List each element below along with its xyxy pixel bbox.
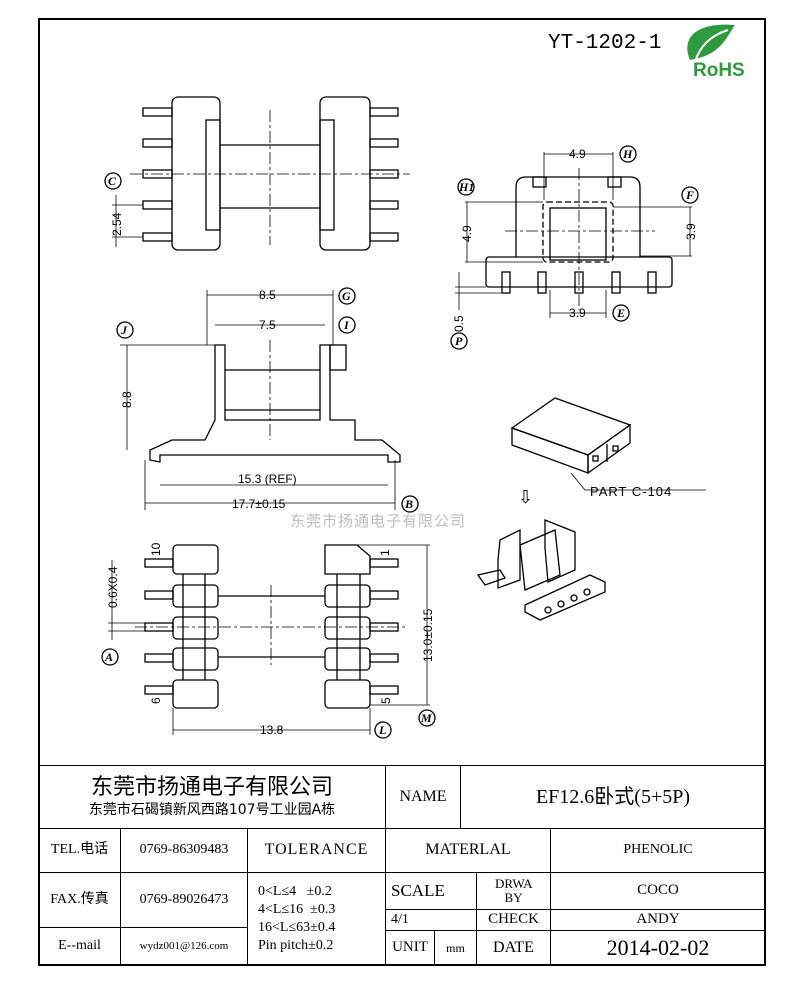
fax-label: FAX.传真 xyxy=(38,872,121,928)
tolerance-row: Pin pitch±0.2 xyxy=(258,938,334,954)
company-name: 东莞市扬通电子有限公司 xyxy=(90,775,333,801)
company-cell: 东莞市扬通电子有限公司 东莞市石碣镇新风西路107号工业园A栋 xyxy=(38,765,386,829)
check-label: CHECK xyxy=(476,909,551,931)
dim-bottom-3-9: 3.9 xyxy=(569,306,586,320)
label-p: P xyxy=(455,334,463,348)
label-m: M xyxy=(420,711,432,725)
rohs-logo: RoHS xyxy=(687,24,745,81)
scale-label: SCALE xyxy=(385,872,477,910)
dim-left-4-9: 4.9 xyxy=(460,225,474,242)
tolerance-table: 0<L≤4 ±0.2 4<L≤16 ±0.3 16<L≤63±0.4 Pin p… xyxy=(247,872,386,966)
company-address: 东莞市石碣镇新风西路107号工业园A栋 xyxy=(88,802,336,819)
part-label: PART C-104 xyxy=(590,484,672,499)
scale-value: 4/1 xyxy=(385,909,477,931)
dim-overall: 17.7±0.15 xyxy=(232,497,286,511)
dim-8-8: 8.8 xyxy=(120,391,134,408)
label-c: C xyxy=(108,174,117,188)
tolerance-label: TOLERANCE xyxy=(247,828,386,873)
tel-value: 0769-86309483 xyxy=(120,828,248,873)
material-value: PHENOLIC xyxy=(550,828,766,873)
label-j: J xyxy=(120,323,128,337)
dim-right-3-9: 3.9 xyxy=(684,223,698,240)
label-l: L xyxy=(378,723,386,737)
dim-pin-0-5: 0.5 xyxy=(452,315,466,332)
pin-number-10: 10 xyxy=(149,542,163,556)
dim-13-8: 13.8 xyxy=(260,723,284,737)
core-3d-view xyxy=(510,397,706,491)
label-f: F xyxy=(685,188,694,202)
bobbin-3d-view xyxy=(476,519,606,621)
arrow-down-icon: ⇩ xyxy=(518,487,533,508)
dim-top-4-9: 4.9 xyxy=(569,147,586,161)
fax-value: 0769-89026473 xyxy=(120,872,248,928)
dim-13-0: 13.0±0.15 xyxy=(421,608,435,662)
dim-pin-size: 0.6X0.4 xyxy=(106,566,120,608)
email-label: E--mail xyxy=(38,927,121,966)
tolerance-row: 16<L≤63±0.4 xyxy=(258,920,336,935)
label-i: I xyxy=(343,318,350,332)
date-value: 2014-02-02 xyxy=(550,930,766,966)
label-h: H xyxy=(622,147,633,161)
date-label: DATE xyxy=(476,930,551,966)
top-view xyxy=(104,96,410,251)
drawn-by-value: COCO xyxy=(550,872,766,910)
unit-value: mm xyxy=(434,930,477,966)
name-label: NAME xyxy=(385,765,461,829)
pin-number-5: 5 xyxy=(379,697,393,704)
bottom-view xyxy=(101,544,436,739)
email-value: wydz001@126.com xyxy=(120,927,248,966)
drawn-by-label: DRWA BY xyxy=(476,872,551,910)
dim-pitch: 2.54 xyxy=(110,212,124,236)
dim-7-5: 7.5 xyxy=(259,318,276,332)
unit-label: UNIT xyxy=(385,930,435,966)
label-h1: H1 xyxy=(458,180,474,194)
side-view xyxy=(116,287,419,513)
check-value: ANDY xyxy=(550,909,766,931)
front-view xyxy=(450,145,699,350)
tel-label: TEL.电话 xyxy=(38,828,121,873)
drawing-number: YT-1202-1 xyxy=(548,32,662,55)
material-label: MATERLAL xyxy=(385,828,551,873)
label-a: A xyxy=(104,650,113,664)
label-b: B xyxy=(404,497,413,511)
dim-ref: 15.3 (REF) xyxy=(238,472,297,486)
name-value: EF12.6卧式(5+5P) xyxy=(460,765,766,829)
pin-number-6: 6 xyxy=(149,697,163,704)
dim-8-5: 8.5 xyxy=(259,288,276,302)
label-e: E xyxy=(616,306,625,320)
label-g: G xyxy=(342,289,351,303)
watermark: 东莞市扬通电子有限公司 xyxy=(290,512,467,530)
tolerance-row: 0<L≤4 ±0.2 xyxy=(258,883,332,899)
pin-number-1: 1 xyxy=(378,549,392,556)
tolerance-row: 4<L≤16 ±0.3 xyxy=(258,901,336,917)
rohs-text: RoHS xyxy=(693,60,745,81)
